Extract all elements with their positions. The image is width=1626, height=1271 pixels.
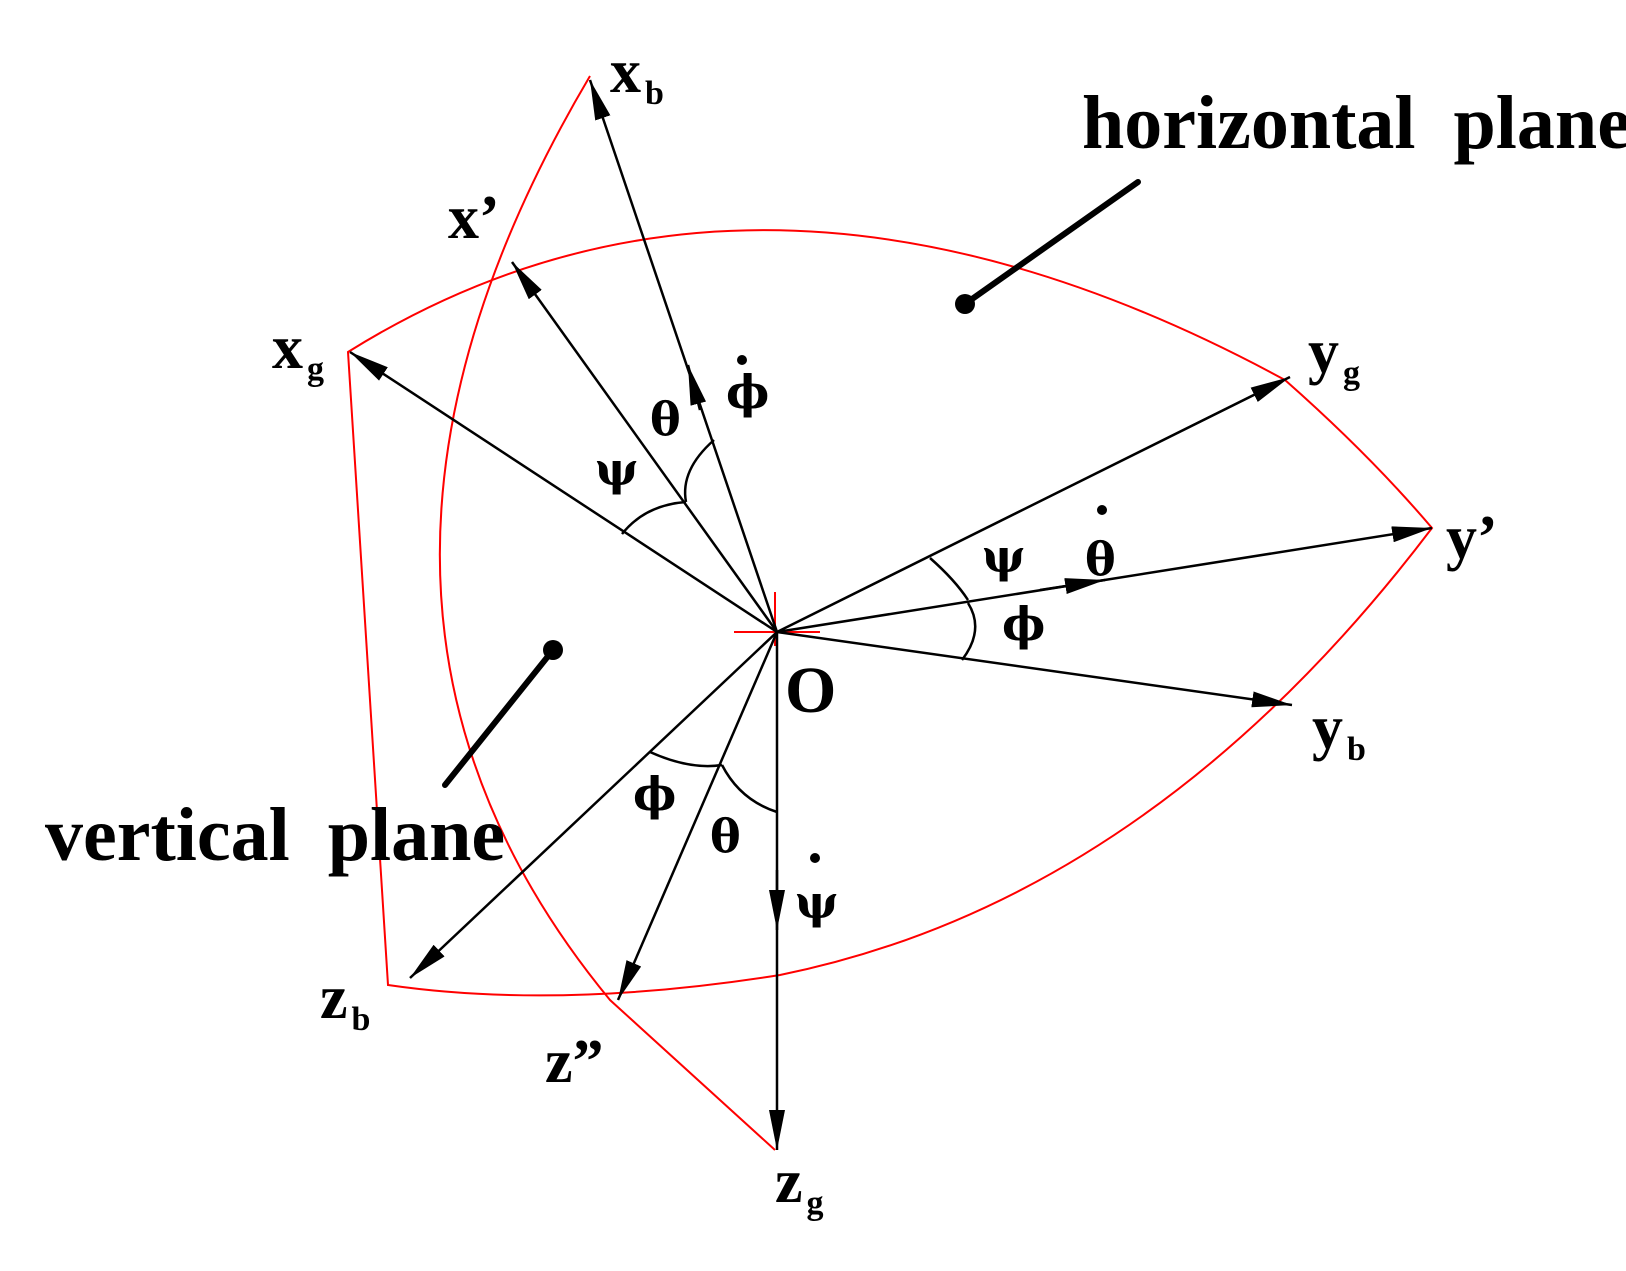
xprime-label: x’ bbox=[448, 184, 500, 252]
psi-dot-marker bbox=[810, 853, 820, 863]
theta-upper-arc bbox=[683, 439, 715, 503]
origin-label: O bbox=[785, 654, 836, 727]
theta-dot-marker bbox=[1097, 505, 1107, 515]
psi-right-arc bbox=[929, 557, 970, 601]
vertical-plane-leader bbox=[442, 640, 563, 788]
xb-axis bbox=[588, 79, 779, 633]
psi-dot-lower-label: ψ bbox=[795, 875, 838, 929]
psi-upper-label: ψ bbox=[595, 442, 638, 496]
xg-axis bbox=[349, 350, 778, 634]
phi-lower-label: ϕ bbox=[633, 767, 676, 821]
vertical-plane-label: vertical plane bbox=[45, 793, 505, 877]
phi-dot-upper-label: ϕ bbox=[726, 365, 769, 419]
vertical-plane-outline bbox=[438, 75, 776, 1151]
xprime-axis bbox=[510, 261, 779, 633]
horizontal-plane-label: horizontal plane bbox=[1082, 81, 1626, 165]
horizontal-plane-leader bbox=[955, 179, 1141, 314]
yg-axis bbox=[776, 375, 1291, 634]
phi-right-label: ϕ bbox=[1002, 597, 1045, 651]
psi-upper-arc bbox=[621, 500, 687, 535]
theta-lower-label: θ bbox=[710, 809, 741, 863]
psi-right-label: ψ bbox=[982, 529, 1025, 583]
phi-dot-marker bbox=[737, 355, 747, 365]
theta-lower-arc bbox=[720, 764, 778, 814]
phi-lower-arc bbox=[649, 750, 723, 768]
zpp-axis bbox=[616, 631, 779, 1001]
phi-dot-rate-arrow bbox=[686, 364, 707, 411]
phi-right-arc bbox=[961, 602, 977, 661]
zb-axis bbox=[409, 631, 778, 979]
theta-dot-right-label: θ bbox=[1085, 532, 1116, 586]
zpp-label: z” bbox=[545, 1028, 604, 1096]
yprime-label: y’ bbox=[1446, 504, 1498, 572]
theta-upper-label: θ bbox=[650, 392, 681, 446]
yb-axis bbox=[776, 630, 1293, 708]
horizontal-plane-outline bbox=[346, 229, 1434, 997]
theta-dot-rate-arrow bbox=[1039, 578, 1106, 594]
